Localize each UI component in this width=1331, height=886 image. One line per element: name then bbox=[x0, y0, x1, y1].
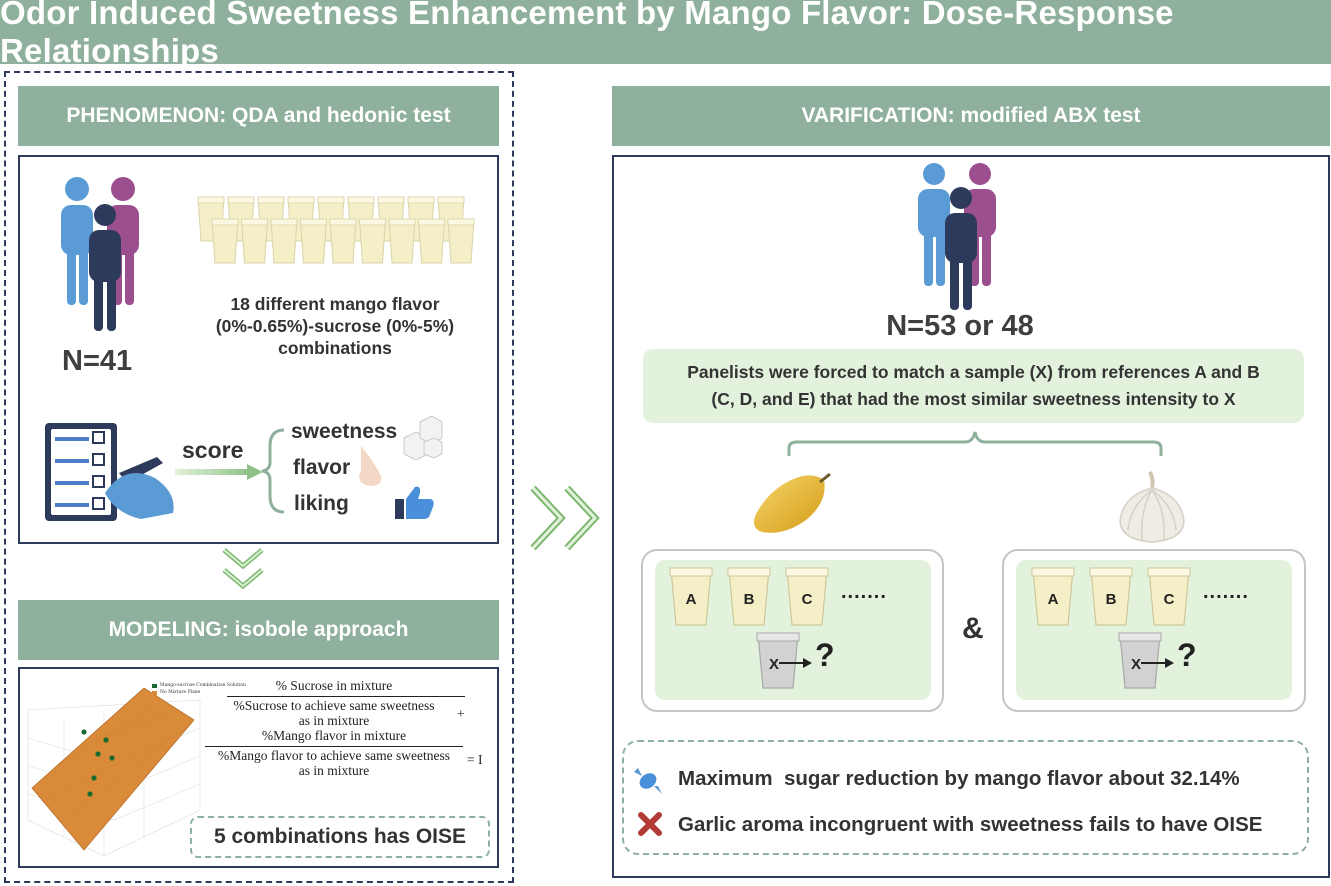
phenomenon-n: N=41 bbox=[62, 345, 133, 377]
plot-legend-item-2: No Mixture Plane bbox=[160, 690, 201, 695]
thumbs-up-icon bbox=[395, 486, 434, 519]
sample-cup-a: A bbox=[1031, 567, 1075, 627]
garlic-sample-group bbox=[1002, 549, 1306, 712]
arrow-icon bbox=[779, 656, 813, 668]
isobole-3d-plot bbox=[27, 684, 201, 857]
chevron-right-icon bbox=[530, 485, 600, 551]
result-sugar-reduction: Maximum sugar reduction by mango flavor … bbox=[678, 767, 1240, 790]
nose-icon bbox=[359, 446, 382, 486]
abx-description-line-2: (C, D, and E) that had the most similar … bbox=[711, 389, 1236, 409]
formula-fraction-bar-2 bbox=[205, 746, 463, 747]
modeling-header: MODELING: isobole approach bbox=[18, 600, 499, 660]
cup-label: A bbox=[685, 591, 697, 608]
combinations-line-1: 18 different mango flavor bbox=[230, 294, 440, 314]
result-garlic: Garlic aroma incongruent with sweetness … bbox=[678, 813, 1263, 836]
combinations-text: 18 different mango flavor (0%-0.65%)-suc… bbox=[185, 293, 485, 359]
question-mark: ? bbox=[815, 637, 835, 673]
cup-x-label: X bbox=[769, 656, 780, 673]
sample-cup-c: C bbox=[1147, 567, 1191, 627]
cup-label: A bbox=[1047, 591, 1059, 608]
panelists-icon bbox=[918, 163, 996, 310]
panelists-icon bbox=[61, 177, 139, 331]
verification-header: VARIFICATION: modified ABX test bbox=[612, 86, 1330, 146]
results-box bbox=[622, 740, 1309, 855]
chevron-down-icon bbox=[222, 548, 264, 590]
sample-cup-x: X bbox=[1118, 632, 1162, 690]
sugar-cube-icon bbox=[403, 415, 443, 460]
formula-term1-denominator-2: as in mixture bbox=[298, 713, 370, 728]
candy-icon bbox=[634, 768, 662, 794]
attribute-sweetness: sweetness bbox=[291, 420, 398, 443]
verification-n: N=53 or 48 bbox=[886, 310, 1034, 342]
cup-label: B bbox=[1105, 591, 1117, 608]
question-mark: ? bbox=[1177, 637, 1197, 673]
cup-label: C bbox=[1163, 591, 1175, 608]
more-cups-ellipsis: ....... bbox=[841, 581, 887, 603]
glass-icon bbox=[240, 218, 269, 264]
score-arrow-icon bbox=[175, 464, 263, 480]
glass-icon bbox=[358, 218, 387, 264]
formula-term2-denominator-1: %Mango flavor to achieve same sweetness bbox=[217, 748, 451, 763]
mango-icon bbox=[754, 472, 831, 533]
garlic-icon bbox=[1119, 471, 1185, 543]
attribute-brace-icon bbox=[261, 428, 285, 514]
formula-fraction-bar-1 bbox=[227, 696, 465, 697]
score-label: score bbox=[182, 437, 244, 463]
sample-cup-b: B bbox=[727, 567, 771, 627]
page-title: Odor Induced Sweetness Enhancement by Ma… bbox=[0, 0, 1331, 69]
formula-plus: + bbox=[457, 706, 465, 721]
mango-samples-icon bbox=[197, 196, 475, 264]
formula-term2-denominator-2: as in mixture bbox=[298, 763, 370, 778]
oise-result-box: 5 combinations has OISE bbox=[190, 816, 490, 858]
cup-x-label: X bbox=[1131, 656, 1142, 673]
ampersand: & bbox=[962, 612, 984, 645]
left-column-frame bbox=[4, 71, 514, 883]
more-cups-ellipsis: ....... bbox=[1203, 581, 1249, 603]
sample-cup-x: X bbox=[756, 632, 800, 690]
sample-cup-b: B bbox=[1089, 567, 1133, 627]
plot-legend-item-1: Mango-sucrose Combination Solution bbox=[160, 683, 246, 688]
glass-icon bbox=[417, 218, 446, 264]
glass-icon bbox=[388, 218, 416, 264]
cross-icon bbox=[638, 812, 662, 836]
combinations-line-2: (0%-0.65%)-sucrose (0%-5%) bbox=[215, 316, 455, 336]
sample-cup-a: A bbox=[669, 567, 713, 627]
sample-cup-c: C bbox=[785, 567, 829, 627]
combinations-line-3: combinations bbox=[278, 338, 392, 358]
cup-label: B bbox=[743, 591, 755, 608]
arrow-icon bbox=[1141, 656, 1175, 668]
formula-term1-numerator: % Sucrose in mixture bbox=[275, 678, 393, 693]
phenomenon-header: PHENOMENON: QDA and hedonic test bbox=[18, 86, 499, 146]
abx-description: Panelists were forced to match a sample … bbox=[643, 349, 1304, 423]
glass-icon bbox=[299, 218, 328, 264]
abx-description-line-1: Panelists were forced to match a sample … bbox=[687, 362, 1260, 382]
glass-icon bbox=[447, 218, 475, 264]
formula-term2-numerator: %Mango flavor in mixture bbox=[261, 728, 407, 743]
glass-icon bbox=[270, 218, 298, 264]
formula-equals: = I bbox=[467, 752, 483, 767]
bracket-icon bbox=[787, 431, 1163, 456]
plot-legend: Mango-sucrose Combination Solution No Mi… bbox=[160, 682, 246, 696]
mango-sample-group bbox=[641, 549, 944, 712]
questionnaire-icon bbox=[45, 423, 174, 521]
glass-icon bbox=[329, 218, 357, 264]
cup-label: C bbox=[801, 591, 813, 608]
attribute-liking: liking bbox=[294, 492, 349, 515]
glass-icon bbox=[211, 218, 239, 264]
attribute-flavor: flavor bbox=[293, 456, 351, 479]
formula-term1-denominator-1: %Sucrose to achieve same sweetness bbox=[233, 698, 435, 713]
